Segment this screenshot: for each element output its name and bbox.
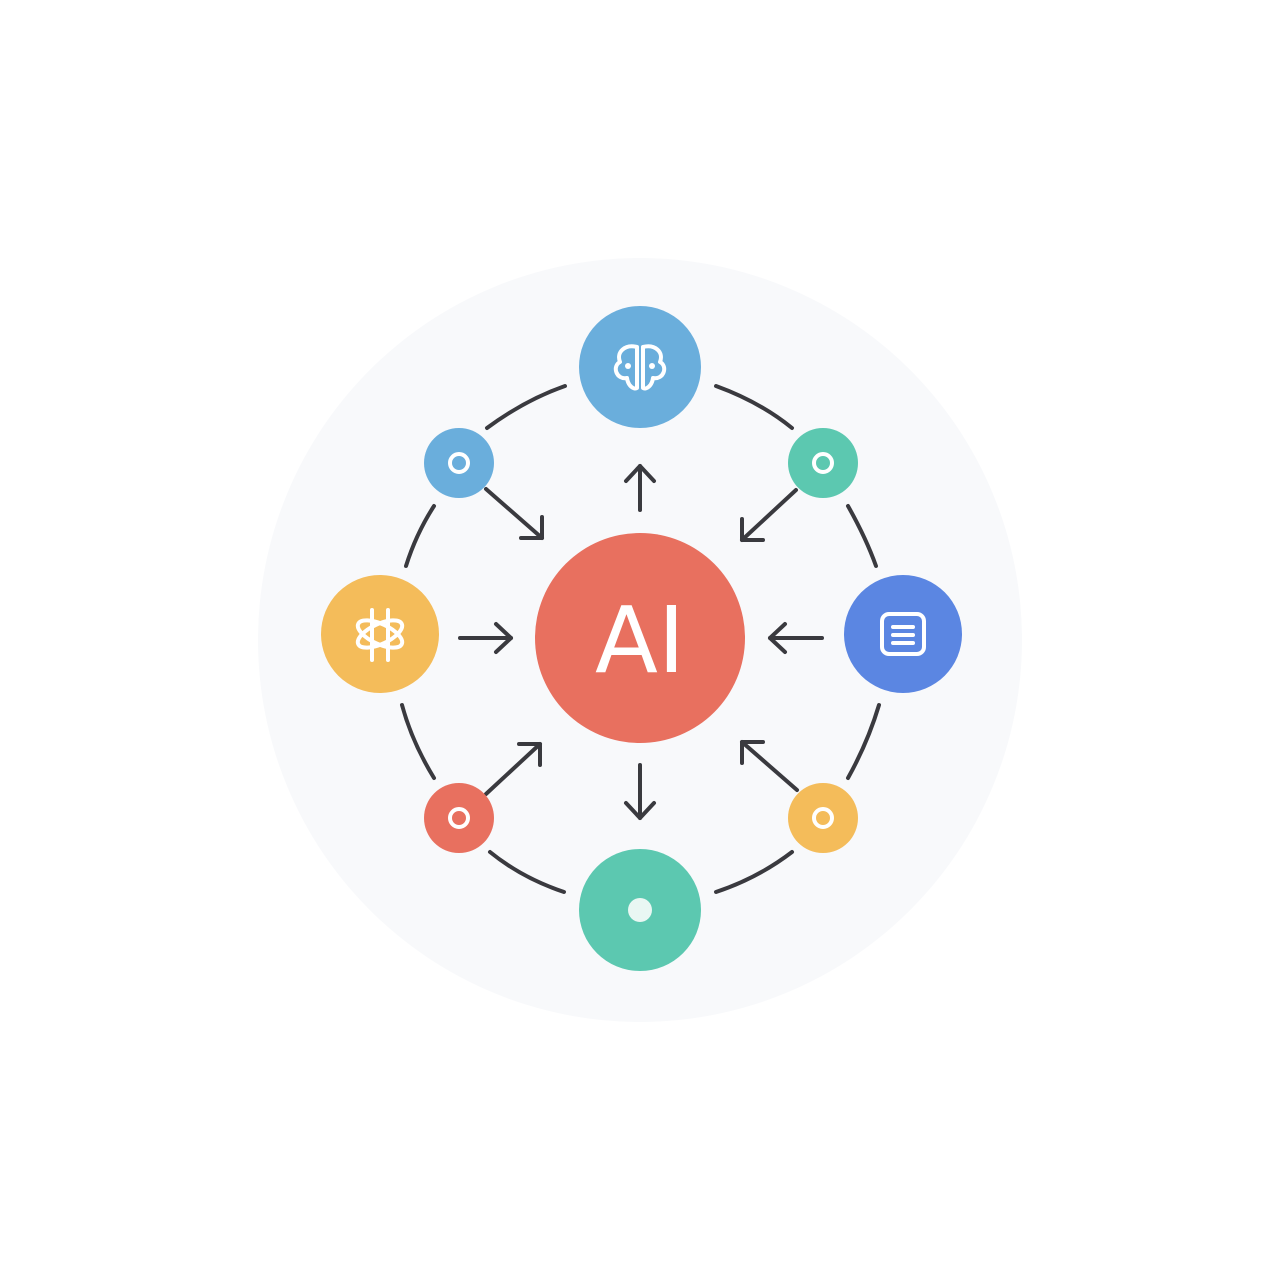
ring-icon [448,452,470,474]
orbit-arc [714,850,794,894]
ring-icon [812,807,834,829]
orbit-arc [400,703,436,780]
node-top-left[interactable] [424,428,494,498]
orbit-arc [488,850,566,894]
node-top-right[interactable] [788,428,858,498]
orbit-arc [485,384,567,430]
orbit-arc [404,504,436,568]
arrow-bottom-left-to-hub [484,742,542,796]
node-left[interactable] [321,575,439,693]
orbit-ring [400,384,881,894]
orbit-arc [846,504,878,568]
arrow-bottom-right-to-hub [740,740,799,792]
node-right[interactable] [844,575,962,693]
node-bottom[interactable] [579,849,701,971]
arrow-hub-to-bottom [624,763,656,820]
dot-icon [628,898,652,922]
arrow-right-to-hub [768,622,824,654]
orbit-arc [714,384,794,430]
hub-label: AI [595,587,685,694]
arrow-left-to-hub [458,622,513,654]
node-bottom-right[interactable] [788,783,858,853]
node-top[interactable] [579,306,701,428]
arrow-top-left-to-hub [484,487,544,540]
brain-icon [613,344,667,391]
hub-circle [535,533,745,743]
orbit-arc [846,703,881,780]
atom-icon [355,608,405,662]
arrow-top-right-to-hub [740,488,798,542]
arrow-hub-to-top [624,464,656,512]
node-bottom-left[interactable] [424,783,494,853]
hub-node[interactable]: AI [535,533,745,743]
ring-icon [448,807,470,829]
document-icon [880,612,926,656]
arrows [458,464,824,820]
ring-icon [812,452,834,474]
